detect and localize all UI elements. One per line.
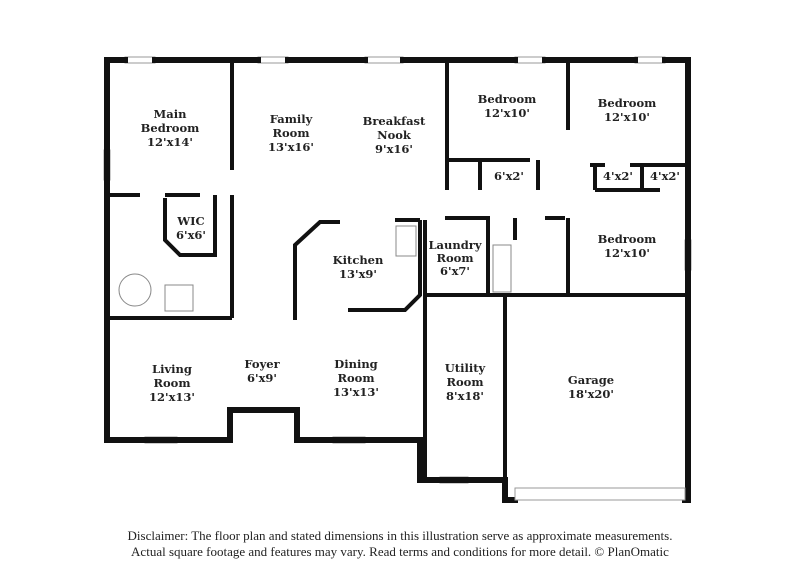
disclaimer-line-1: Disclaimer: The floor plan and stated di…	[127, 528, 673, 543]
closet-label: 6'x2'	[494, 169, 524, 183]
disclaimer-line-2: Actual square footage and features may v…	[131, 544, 669, 559]
closet-label: 4'x2'	[650, 169, 680, 183]
interior-walls	[107, 60, 688, 480]
exterior-walls	[104, 57, 691, 503]
closet-label: 4'x2'	[603, 169, 633, 183]
room-name-main-bedroom-1: Main	[154, 107, 188, 121]
room-dims: 12'x14'	[147, 135, 193, 149]
